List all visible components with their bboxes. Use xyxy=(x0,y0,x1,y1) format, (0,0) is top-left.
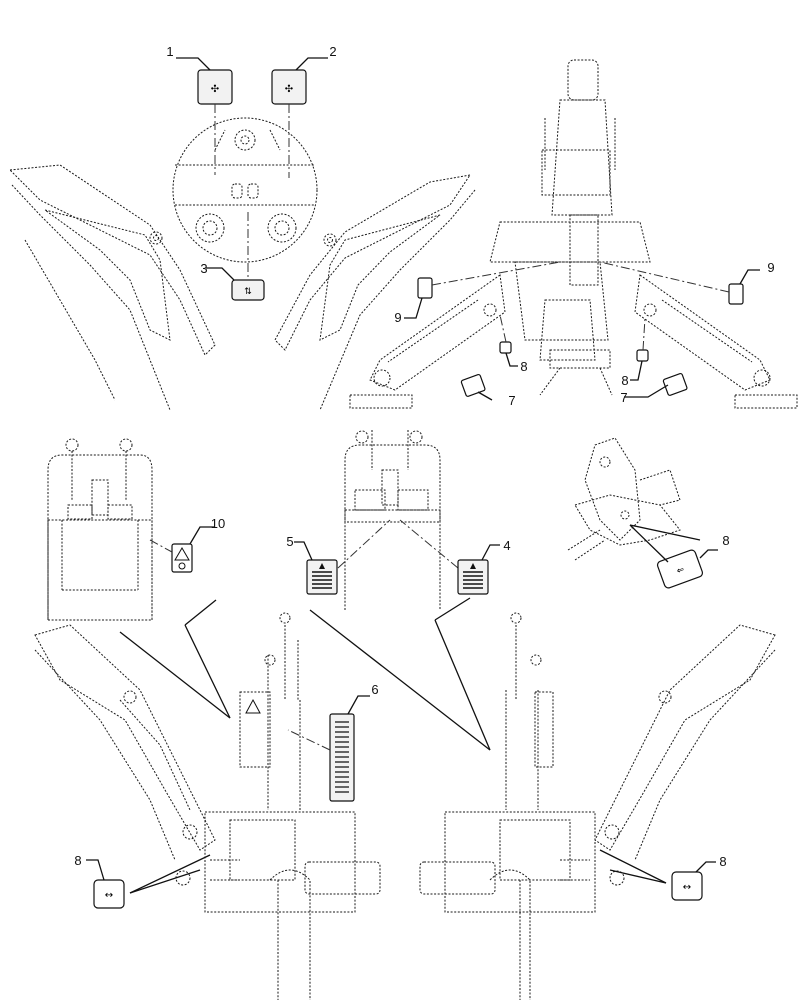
svg-text:↔: ↔ xyxy=(683,882,691,893)
callout-6: 6 xyxy=(371,682,378,697)
isometric-detail-view: ⇐ xyxy=(567,437,718,589)
decal-2: ✣ xyxy=(271,69,307,105)
tower-center-view xyxy=(294,430,500,610)
tower-left-view xyxy=(47,438,214,621)
callout-8-isometric: 8 xyxy=(722,533,729,548)
callout-9-right: 9 xyxy=(767,260,774,275)
callout-9-left: 9 xyxy=(394,310,401,325)
valve-detail-view: ✣ ✣ ⇅ xyxy=(8,57,476,411)
callout-3: 3 xyxy=(200,261,207,276)
callout-7-right: 7 xyxy=(620,390,627,405)
decal-8-left-leg xyxy=(499,341,512,354)
callout-4: 4 xyxy=(503,538,510,553)
decal-5 xyxy=(306,559,338,595)
callout-1: 1 xyxy=(166,44,173,59)
callout-8-left-leg: 8 xyxy=(520,359,527,374)
decal-8-right-leg xyxy=(636,349,649,362)
svg-text:✣: ✣ xyxy=(211,84,219,95)
decal-7-left xyxy=(460,374,486,397)
decal-4 xyxy=(457,559,489,595)
callout-labels: 1 2 3 9 9 8 8 7 7 10 5 4 8 6 8 8 xyxy=(74,44,774,869)
callout-8-bottom-right: 8 xyxy=(719,854,726,869)
decal-6 xyxy=(329,713,355,802)
decal-7-right xyxy=(662,373,688,396)
decal-9-left xyxy=(417,277,433,299)
callout-10: 10 xyxy=(211,516,225,531)
svg-text:⇅: ⇅ xyxy=(244,287,252,297)
svg-text:⇐: ⇐ xyxy=(675,565,686,577)
decal-10 xyxy=(171,543,193,573)
callout-7-left: 7 xyxy=(508,393,515,408)
decal-8-bottom-left: ↔ xyxy=(93,879,125,909)
machine-bottom-view: ↔ ↔ xyxy=(34,597,776,1000)
stabilizer-frame-view xyxy=(349,59,798,409)
decal-3: ⇅ xyxy=(231,279,265,301)
decal-8-isometric: ⇐ xyxy=(656,549,704,589)
warning-triangle xyxy=(245,698,261,714)
callout-8-bottom-left: 8 xyxy=(74,853,81,868)
svg-text:✣: ✣ xyxy=(285,84,293,95)
decal-1: ✣ xyxy=(197,69,233,105)
callout-5: 5 xyxy=(286,534,293,549)
callout-8-right-leg: 8 xyxy=(621,373,628,388)
decal-8-bottom-right: ↔ xyxy=(671,871,703,901)
callout-2: 2 xyxy=(329,44,336,59)
svg-text:↔: ↔ xyxy=(105,890,113,901)
decal-9-right xyxy=(728,283,744,305)
